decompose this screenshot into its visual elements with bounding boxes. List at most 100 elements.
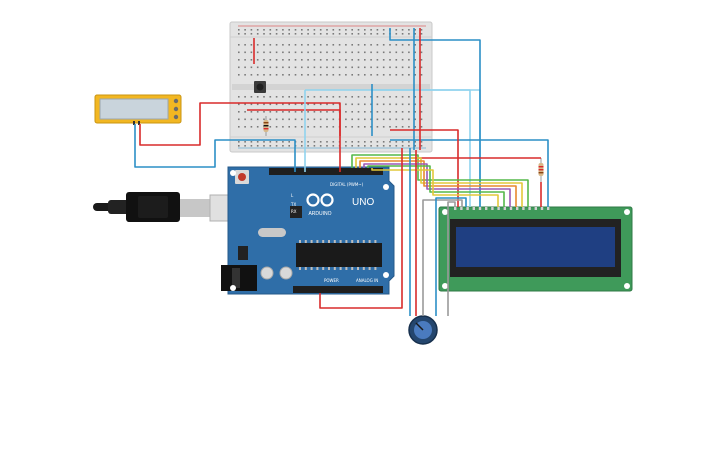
breadboard-hole bbox=[351, 103, 353, 106]
potentiometer[interactable] bbox=[408, 315, 438, 345]
breadboard-hole bbox=[382, 103, 385, 106]
breadboard-hole bbox=[332, 141, 335, 143]
breadboard-hole bbox=[256, 44, 259, 46]
breadboard-hole bbox=[345, 96, 347, 98]
chip-pin bbox=[374, 267, 377, 270]
breadboard-hole bbox=[275, 103, 278, 106]
breadboard-hole bbox=[364, 126, 366, 128]
breadboard-hole bbox=[401, 51, 404, 54]
breadboard-hole bbox=[357, 74, 360, 76]
breadboard-hole bbox=[376, 126, 379, 128]
breadboard-hole bbox=[420, 96, 423, 98]
arduino-uno-board[interactable]: ARDUINO UNO DIGITAL (PWM~) POWER ANALOG … bbox=[221, 166, 395, 295]
breadboard-hole bbox=[395, 145, 398, 147]
breadboard-hole bbox=[351, 118, 353, 121]
breadboard-hole bbox=[313, 29, 316, 31]
wire-gray bbox=[422, 199, 463, 316]
breadboard-hole bbox=[319, 44, 322, 46]
breadboard-hole bbox=[319, 66, 322, 69]
breadboard-hole bbox=[288, 74, 290, 76]
breadboard-hole bbox=[414, 96, 416, 98]
breadboard-hole bbox=[382, 118, 385, 121]
breadboard-hole bbox=[345, 59, 347, 61]
breadboard-hole bbox=[269, 59, 272, 61]
breadboard-hole bbox=[414, 33, 416, 35]
breadboard-hole bbox=[294, 59, 297, 61]
breadboard-hole bbox=[256, 74, 259, 76]
breadboard-hole bbox=[332, 66, 335, 69]
arduino-model-text: UNO bbox=[352, 197, 374, 208]
breadboard-hole bbox=[420, 59, 423, 61]
breadboard-hole bbox=[389, 66, 391, 69]
breadboard-hole bbox=[294, 103, 297, 106]
breadboard[interactable] bbox=[229, 21, 433, 153]
breadboard-hole bbox=[282, 29, 284, 31]
breadboard-hole bbox=[269, 51, 272, 54]
breadboard-hole bbox=[275, 66, 278, 69]
breadboard-hole bbox=[275, 29, 278, 31]
breadboard-hole bbox=[401, 33, 404, 35]
lcd-16x2[interactable] bbox=[438, 206, 633, 292]
breadboard-hole bbox=[420, 145, 423, 147]
breadboard-hole bbox=[370, 33, 372, 35]
breadboard-hole bbox=[364, 51, 366, 54]
breadboard-hole bbox=[357, 51, 360, 54]
breadboard-hole bbox=[376, 29, 379, 31]
breadboard-hole bbox=[319, 74, 322, 76]
chip-pin bbox=[328, 267, 330, 270]
breadboard-hole bbox=[389, 118, 391, 121]
breadboard-hole bbox=[395, 33, 398, 35]
breadboard-hole bbox=[301, 141, 303, 143]
lcd-pin bbox=[540, 207, 544, 210]
lcd-pin bbox=[522, 207, 525, 210]
breadboard-hole bbox=[326, 145, 328, 147]
breadboard-hole bbox=[275, 33, 278, 35]
breadboard-hole bbox=[244, 66, 246, 69]
breadboard-hole bbox=[282, 74, 284, 76]
breadboard-hole bbox=[345, 51, 347, 54]
breadboard-hole bbox=[319, 141, 322, 143]
chip-pin bbox=[322, 240, 325, 243]
breadboard-hole bbox=[263, 96, 265, 98]
breadboard-hole bbox=[307, 66, 309, 69]
breadboard-hole bbox=[275, 96, 278, 98]
chip-pin bbox=[374, 240, 377, 243]
breadboard-hole bbox=[420, 29, 423, 31]
breadboard-hole bbox=[238, 44, 240, 46]
pushbutton[interactable] bbox=[254, 81, 266, 93]
breadboard-hole bbox=[294, 44, 297, 46]
rx-label: RX bbox=[291, 209, 297, 214]
mount-hole bbox=[383, 272, 389, 278]
breadboard-hole bbox=[313, 74, 316, 76]
chip-pin bbox=[333, 267, 336, 270]
breadboard-hole bbox=[250, 59, 253, 61]
breadboard-hole bbox=[376, 111, 379, 113]
breadboard-hole bbox=[345, 118, 347, 121]
temperature-sensor-module[interactable] bbox=[94, 94, 182, 125]
lcd-resistor[interactable] bbox=[538, 158, 544, 182]
breadboard-hole bbox=[282, 126, 284, 128]
breadboard-hole bbox=[357, 66, 360, 69]
breadboard-hole bbox=[382, 141, 385, 143]
breadboard-hole bbox=[395, 29, 398, 31]
breadboard-hole bbox=[326, 44, 328, 46]
breadboard-hole bbox=[345, 103, 347, 106]
breadboard-hole bbox=[269, 118, 272, 121]
breadboard-hole bbox=[263, 51, 265, 54]
wire-purple bbox=[363, 163, 511, 207]
breadboard-hole bbox=[326, 118, 328, 121]
breadboard-hole bbox=[351, 44, 353, 46]
breadboard-hole bbox=[256, 145, 259, 147]
resistor[interactable] bbox=[263, 116, 269, 136]
breadboard-hole bbox=[382, 126, 385, 128]
lcd-pin bbox=[516, 207, 519, 210]
breadboard-hole bbox=[357, 33, 360, 35]
breadboard-hole bbox=[326, 96, 328, 98]
breadboard-hole bbox=[275, 118, 278, 121]
chip-pin bbox=[299, 240, 301, 243]
breadboard-hole bbox=[338, 66, 341, 69]
breadboard-hole bbox=[238, 51, 240, 54]
breadboard-hole bbox=[382, 29, 385, 31]
breadboard-hole bbox=[370, 59, 372, 61]
breadboard-hole bbox=[256, 29, 259, 31]
